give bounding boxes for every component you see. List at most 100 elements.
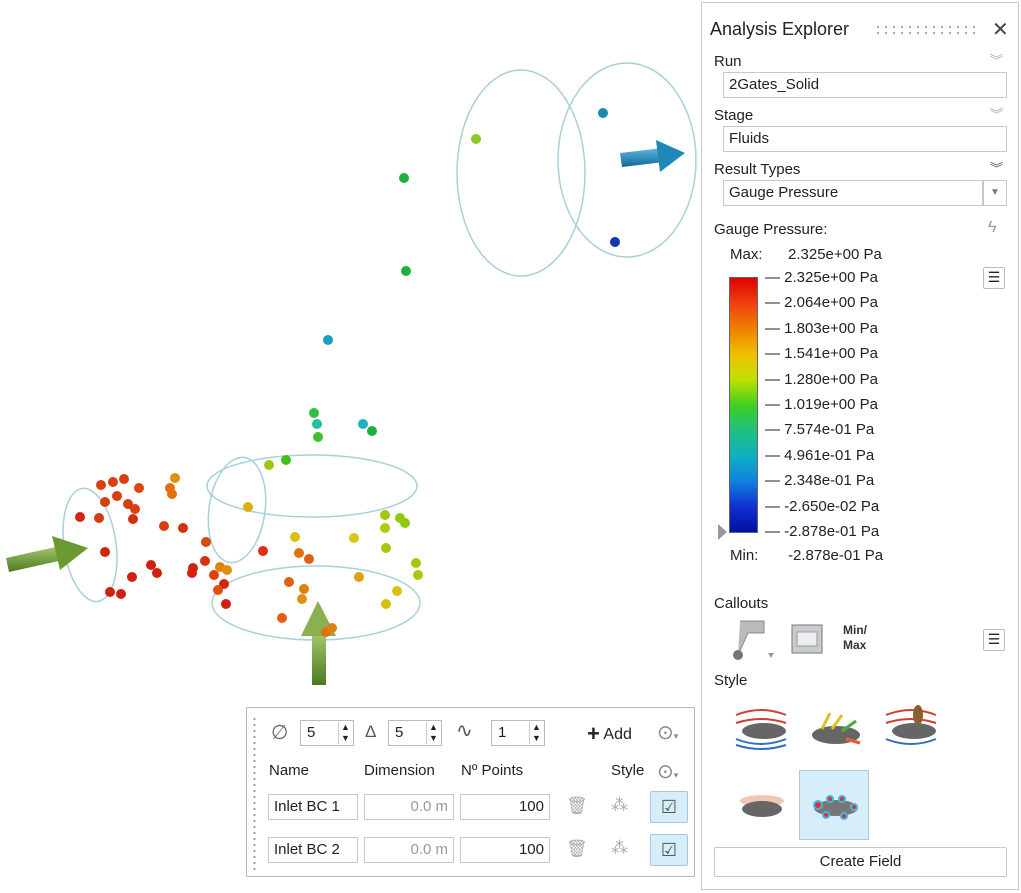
min-label: Min: [730, 547, 759, 564]
particle [100, 547, 110, 557]
inlet-arrow-up [301, 601, 336, 685]
stage-field[interactable]: Fluids [723, 126, 1007, 152]
particle [264, 460, 274, 470]
legend-menu-button[interactable]: ☰ [983, 267, 1005, 289]
header-dimension: Dimension [364, 762, 435, 779]
style-particles[interactable] [799, 770, 869, 840]
trash-icon[interactable]: 🗑 [566, 796, 588, 815]
particle [96, 480, 106, 490]
particle [152, 568, 162, 578]
spinner-arrows[interactable]: ▲▼ [529, 722, 543, 744]
particle [209, 570, 219, 580]
legend-tick: — 7.574e-01 Pa [765, 421, 875, 439]
style-vectors[interactable] [802, 693, 872, 763]
particle [123, 499, 133, 509]
node-style-icon[interactable]: ⁂ [611, 838, 628, 857]
style-smoke[interactable] [726, 771, 796, 841]
visibility-checkbox[interactable]: ☑ [650, 834, 688, 866]
collapse-chevron-icon[interactable]: ︾ [990, 161, 1004, 176]
spacing-spinner[interactable]: 5▲▼ [388, 720, 442, 746]
lightning-icon[interactable]: ϟ [988, 219, 997, 236]
particle [167, 489, 177, 499]
run-field[interactable]: 2Gates_Solid [723, 72, 1007, 98]
dropdown-chevron-icon[interactable]: ▼ [983, 180, 1007, 206]
wave-icon: ∿ [456, 720, 473, 742]
particle [354, 572, 364, 582]
minmax-button[interactable]: Min/ Max [843, 623, 867, 652]
particle [119, 474, 129, 484]
add-button[interactable]: + Add [587, 721, 632, 746]
particle [610, 237, 620, 247]
style-streamlines[interactable] [726, 693, 796, 763]
visibility-checkbox[interactable]: ☑ [650, 791, 688, 823]
inlet-arrow-left [6, 536, 88, 572]
note-callout-icon[interactable] [790, 623, 824, 657]
legend-tick: — 1.803e+00 Pa [765, 319, 879, 337]
wave-spinner[interactable]: 1▲▼ [491, 720, 545, 746]
style-dropdown-icon[interactable]: ⊙▾ [657, 761, 679, 783]
drag-handle[interactable] [253, 716, 256, 872]
particle [327, 623, 337, 633]
diameter-spinner[interactable]: 5▲▼ [300, 720, 354, 746]
collapse-chevron-icon[interactable]: ︾ [990, 53, 1004, 68]
particle [381, 543, 391, 553]
header-name: Name [269, 762, 310, 779]
run-label: Run [714, 53, 742, 70]
callout-tool-icon[interactable] [722, 617, 774, 663]
target-dropdown-icon[interactable]: ⊙▾ [657, 722, 679, 744]
particle [294, 548, 304, 558]
drag-handle[interactable] [874, 24, 978, 36]
spinner-arrows[interactable]: ▲▼ [338, 722, 352, 744]
particle [471, 134, 481, 144]
callouts-menu-button[interactable]: ☰ [983, 629, 1005, 651]
callouts-label: Callouts [714, 595, 769, 612]
particle [312, 419, 322, 429]
slider-handle[interactable] [718, 524, 727, 540]
particle [100, 497, 110, 507]
legend-tick: — 2.348e-01 Pa [765, 472, 875, 490]
result-type-select[interactable]: Gauge Pressure [723, 180, 983, 206]
trash-icon[interactable]: 🗑 [566, 839, 588, 858]
particle [243, 502, 253, 512]
particle [358, 419, 368, 429]
particle [401, 266, 411, 276]
legend-tick: — 2.064e+00 Pa [765, 294, 879, 312]
particle [309, 408, 319, 418]
node-style-icon[interactable]: ⁂ [611, 795, 628, 814]
diameter-icon: ∅ [271, 722, 289, 744]
style-plane[interactable] [876, 693, 946, 763]
particle [146, 560, 156, 570]
name-input[interactable]: Inlet BC 2 [268, 837, 358, 863]
particle [127, 572, 137, 582]
particle [200, 556, 210, 566]
legend-tick: — -2.878e-01 Pa [765, 523, 880, 540]
particle [170, 473, 180, 483]
particle [323, 335, 333, 345]
particle [349, 533, 359, 543]
dimension-input[interactable]: 0.0 m [364, 794, 454, 820]
spinner-arrows[interactable]: ▲▼ [426, 722, 440, 744]
create-field-button[interactable]: Create Field [714, 847, 1007, 877]
style-label: Style [714, 672, 748, 689]
particle [400, 518, 410, 528]
max-value: 2.325e+00 Pa [788, 246, 882, 263]
legend-tick: — 1.019e+00 Pa [765, 396, 879, 413]
analysis-explorer-panel: Analysis Explorer ✕ Run ︾ 2Gates_Solid S… [701, 2, 1019, 890]
particle [159, 521, 169, 531]
points-input[interactable]: 100 [460, 837, 550, 863]
close-icon[interactable]: ✕ [992, 19, 1009, 41]
points-input[interactable]: 100 [460, 794, 550, 820]
dimension-input[interactable]: 0.0 m [364, 837, 454, 863]
particle [116, 589, 126, 599]
collapse-chevron-icon[interactable]: ︾ [990, 107, 1004, 122]
legend-tick: — -2.650e-02 Pa [765, 497, 880, 515]
particle [134, 483, 144, 493]
name-input[interactable]: Inlet BC 1 [268, 794, 358, 820]
particle [213, 585, 223, 595]
particle [277, 613, 287, 623]
particle [284, 577, 294, 587]
particle [187, 568, 197, 578]
particle [304, 554, 314, 564]
particle [112, 491, 122, 501]
